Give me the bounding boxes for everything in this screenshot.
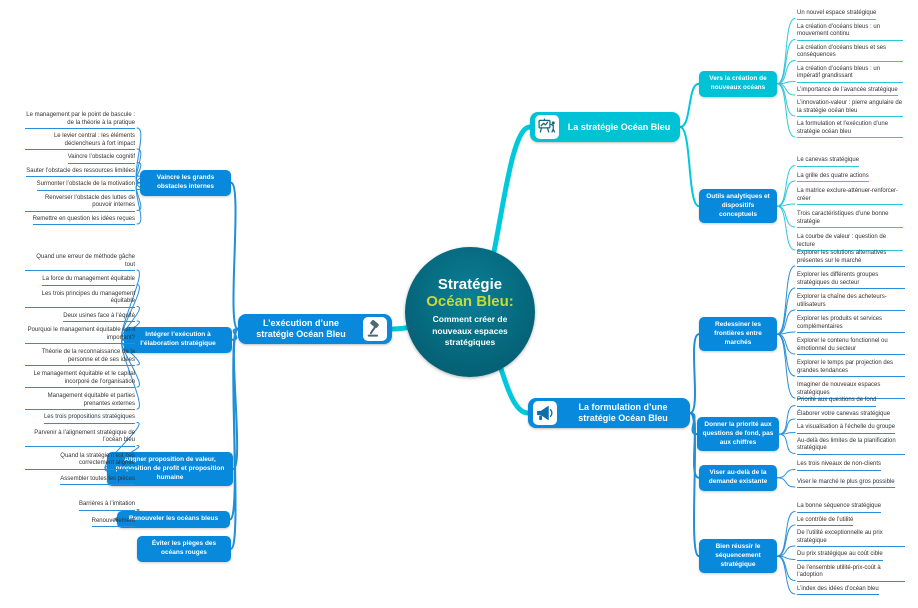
leaf-item[interactable]: De l’utilité exceptionnelle au prix stra… — [797, 530, 905, 547]
leaf-item[interactable]: La courbe de valeur : question de lectur… — [797, 234, 903, 251]
sub-node-outils[interactable]: Outils analytiques et dispositifs concep… — [699, 189, 777, 224]
leaf-item[interactable]: Renouvellement — [91, 518, 135, 527]
leaf-item[interactable]: Quand une erreur de méthode gâche tout — [25, 254, 135, 271]
sub-node-donner[interactable]: Donner la priorité aux questions de fond… — [697, 417, 779, 452]
leaf-item[interactable]: Explorer les solutions alternatives prés… — [797, 250, 905, 267]
leaf-item[interactable]: Les trois propositions stratégiques — [43, 414, 135, 424]
leaf-item[interactable]: Le levier central : les éléments déclenc… — [25, 133, 135, 150]
leaf-item[interactable]: La matrice exclure-atténuer-renforcer-cr… — [797, 188, 903, 205]
sub-node-integrer[interactable]: Intégrer l’exécution à l’élaboration str… — [124, 327, 232, 353]
leaf-item[interactable]: Quand la stratégie n’est pas correctemen… — [25, 453, 135, 470]
leaf-item[interactable]: Explorer les produits et services complé… — [797, 316, 905, 333]
leaf-item[interactable]: Le contrôle de l’utilité — [797, 517, 854, 526]
leaf-item[interactable]: La création d’océans bleus : un impérati… — [797, 66, 903, 83]
main-node-label: L’exécution d’une stratégie Océan Bleu — [256, 318, 346, 339]
leaf-item[interactable]: Parvenir à l’alignement stratégique de l… — [25, 430, 135, 447]
leaf-item[interactable]: Du prix stratégique au coût cible — [797, 551, 883, 561]
leaf-item[interactable]: De l’ensemble utilité-prix-coût à l’adop… — [797, 565, 905, 582]
leaf-group: Le canevas stratégique La grille des qua… — [797, 157, 903, 251]
leaf-item[interactable]: Le canevas stratégique — [797, 157, 860, 167]
leaf-item[interactable]: Théorie de la reconnaissance de la perso… — [25, 349, 135, 366]
sub-node-bien[interactable]: Bien réussir le séquencement stratégique — [699, 539, 777, 574]
sub-node-creation[interactable]: Vers la création de nouveaux océans — [699, 71, 777, 97]
leaf-group: La bonne séquence stratégique Le contrôl… — [797, 503, 905, 595]
leaf-item[interactable]: Viser le marché le plus gros possible — [797, 479, 895, 488]
leaf-item[interactable]: Le management équitable et le capital in… — [25, 371, 135, 388]
leaf-item[interactable]: Remettre en question les idées reçues — [32, 216, 135, 225]
leaf-item[interactable]: Un nouvel espace stratégique — [797, 10, 877, 20]
sub-node-vaincre[interactable]: Vaincre les grands obstacles internes — [140, 170, 231, 196]
leaf-item[interactable]: Le management par le point de bascule : … — [25, 112, 135, 129]
leaf-group: Priorité aux questions de fond Élaborer … — [797, 397, 905, 455]
leaf-item[interactable]: La force du management équitable — [42, 276, 135, 286]
leaf-item[interactable]: La visualisation à l’échelle du groupe — [797, 424, 896, 434]
leaf-item[interactable]: Explorer les différents groupes stratégi… — [797, 272, 905, 289]
center-subtitle: Comment créer de nouveaux espaces straté… — [432, 314, 508, 347]
sub-node-eviter[interactable]: Éviter les pièges des océans rouges — [137, 536, 231, 562]
leaf-item[interactable]: Vaincre l’obstacle cognitif — [67, 154, 135, 164]
leaf-group: Explorer les solutions alternatives prés… — [797, 250, 905, 399]
main-node-label: La formulation d’une stratégie Océan Ble… — [578, 402, 668, 423]
leaf-group: Les trois niveaux de non-clients Viser l… — [797, 461, 905, 488]
leaf-item[interactable]: La création d’océans bleus : un mouvemen… — [797, 24, 903, 41]
leaf-item[interactable]: Les trois niveaux de non-clients — [797, 461, 882, 471]
leaf-item[interactable]: Sauter l’obstacle des ressources limitée… — [26, 168, 135, 177]
leaf-group: Le management par le point de bascule : … — [25, 112, 135, 225]
leaf-item[interactable]: Les trois principes du management équita… — [25, 291, 135, 308]
sub-node-redessiner[interactable]: Redessiner les frontières entre marchés — [699, 317, 777, 352]
megaphone-icon — [533, 401, 557, 425]
leaf-item[interactable]: Imaginer de nouveaux espaces stratégique… — [797, 382, 905, 399]
leaf-item[interactable]: Surmonter l’obstacle de la motivation — [36, 181, 135, 191]
leaf-item[interactable]: La création d’océans bleus et ses conséq… — [797, 45, 903, 62]
main-node-formulation[interactable]: La formulation d’une stratégie Océan Ble… — [528, 398, 690, 428]
leaf-item[interactable]: Deux usines face à l’équité — [63, 313, 135, 322]
center-title-accent: Océan Bleu: — [426, 292, 514, 310]
leaf-item[interactable]: Pourquoi le management équitable est-il … — [25, 327, 135, 344]
leaf-item[interactable]: L’index des idées d’océan bleu — [797, 586, 879, 595]
presentation-icon — [535, 115, 559, 139]
leaf-item[interactable]: Trois caractéristiques d’une bonne strat… — [797, 211, 903, 228]
leaf-item[interactable]: L’importance de l’avancée stratégique — [797, 87, 898, 96]
leaf-item[interactable]: L’innovation-valeur : pierre angulaire d… — [797, 100, 903, 117]
leaf-item[interactable]: Explorer le contenu fonctionnel ou émoti… — [797, 338, 905, 355]
sub-node-viser[interactable]: Viser au-delà de la demande existante — [699, 465, 777, 491]
leaf-group: Les trois propositions stratégiques Parv… — [25, 414, 135, 485]
leaf-item[interactable]: Élaborer votre canevas stratégique — [797, 411, 891, 420]
leaf-group: Un nouvel espace stratégique La création… — [797, 10, 903, 138]
center-title: Stratégie — [437, 275, 503, 293]
leaf-item[interactable]: Management équitable et parties prenante… — [25, 393, 135, 410]
sub-node-renouveler[interactable]: Renouveler les océans bleus — [117, 511, 230, 528]
main-node-label: La stratégie Océan Bleu — [567, 121, 671, 132]
leaf-item[interactable]: La grille des quatre actions — [797, 173, 869, 182]
leaf-item[interactable]: Priorité aux questions de fond — [797, 397, 877, 407]
leaf-item[interactable]: Explorer le temps par projection des gra… — [797, 360, 905, 377]
main-node-execution[interactable]: L’exécution d’une stratégie Océan Bleu — [238, 314, 392, 344]
leaf-group: Quand une erreur de méthode gâche tout L… — [25, 254, 135, 410]
main-node-strategie[interactable]: La stratégie Océan Bleu — [530, 112, 680, 142]
leaf-item[interactable]: Renverser l’obstacle des luttes de pouvo… — [25, 195, 135, 212]
leaf-item[interactable]: Explorer la chaîne des acheteurs-utilisa… — [797, 294, 905, 311]
leaf-item[interactable]: Barrières à l’imitation — [78, 501, 135, 511]
leaf-item[interactable]: Assembler toutes les pièces — [60, 476, 135, 485]
leaf-item[interactable]: La formulation et l’exécution d’une stra… — [797, 121, 903, 138]
center-topic[interactable]: Stratégie Océan Bleu: Comment créer de n… — [405, 247, 535, 377]
gavel-icon — [363, 317, 387, 341]
leaf-item[interactable]: Au-delà des limites de la planification … — [797, 438, 905, 455]
leaf-item[interactable]: La bonne séquence stratégique — [797, 503, 882, 513]
leaf-group: Barrières à l’imitation Renouvellement — [25, 501, 135, 527]
